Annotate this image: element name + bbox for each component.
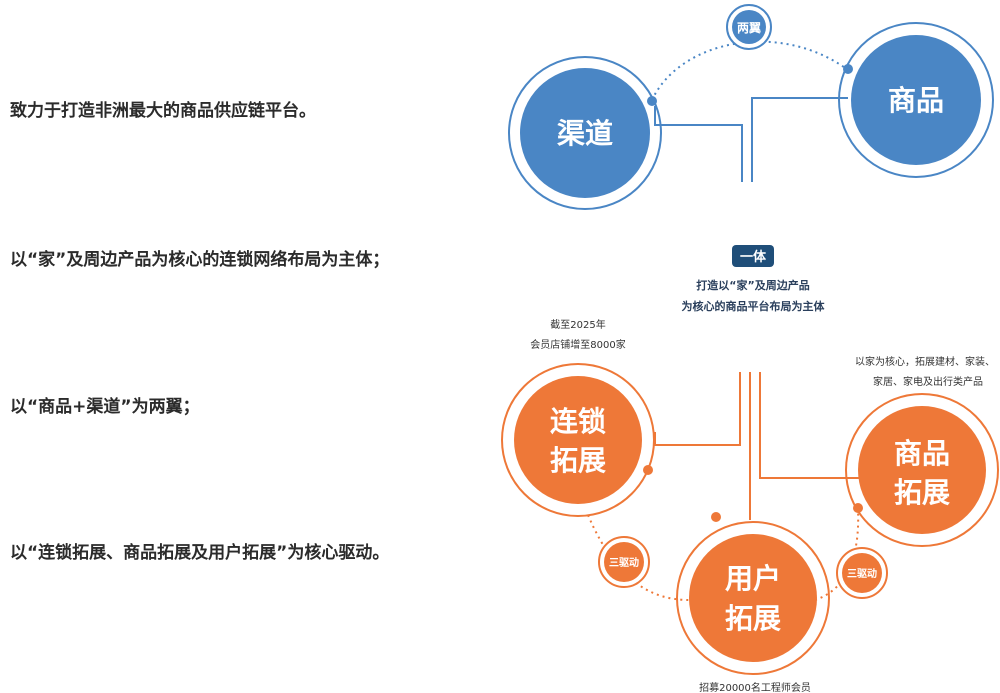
core-desc-line1: 打造以“家”及周边产品 xyxy=(696,278,809,292)
statement-three-drivers: 以“连锁拓展、商品拓展及用户拓展”为核心驱动。 xyxy=(10,543,390,563)
goods-expansion-node: 商品 拓展 xyxy=(845,393,999,547)
statement-platform: 致力于打造非洲最大的商品供应链平台。 xyxy=(10,101,316,121)
goods-connector-line xyxy=(759,372,862,479)
product-dot xyxy=(843,64,853,74)
chain-label-line1: 连锁 xyxy=(550,405,606,438)
statement-core-network: 以“家”及周边产品为核心的连锁网络布局为主体； xyxy=(10,250,390,270)
core-badge-bg xyxy=(732,245,774,267)
goods-note-line2: 家居、家电及出行类产品 xyxy=(873,375,983,388)
wings-dotted-arc xyxy=(651,40,849,101)
chain-expansion-node: 连锁 拓展 xyxy=(501,363,655,517)
product-node: 商品 xyxy=(838,22,994,178)
product-connector-line xyxy=(751,97,848,182)
drive-badge-left: 三驱动 xyxy=(598,536,650,588)
user-label-line2: 拓展 xyxy=(725,602,781,635)
wings-badge: 两翼 xyxy=(726,4,772,50)
user-label-line1: 用户 xyxy=(725,562,781,595)
chain-note-line1: 截至2025年 xyxy=(550,318,605,331)
product-label: 商品 xyxy=(888,84,944,117)
user-dot xyxy=(711,512,721,522)
goods-label-line1: 商品 xyxy=(894,437,950,470)
core-desc-line2: 为核心的商品平台布局为主体 xyxy=(682,299,826,313)
channel-node: 渠道 xyxy=(508,56,662,210)
drive-left-label: 三驱动 xyxy=(609,556,639,569)
wings-label: 两翼 xyxy=(737,21,761,35)
statement-two-wings: 以“商品+渠道”为两翼； xyxy=(10,397,200,417)
chain-dot xyxy=(643,465,653,475)
channel-label: 渠道 xyxy=(557,117,613,150)
core-block: 一体 打造以“家”及周边产品 为核心的商品平台布局为主体 xyxy=(682,245,826,313)
goods-label-line2: 拓展 xyxy=(894,476,950,509)
drive-right-label: 三驱动 xyxy=(847,567,877,580)
chain-label-line2: 拓展 xyxy=(550,444,606,477)
user-expansion-node: 用户 拓展 xyxy=(676,512,830,675)
chain-note-line2: 会员店铺增至8000家 xyxy=(530,338,625,351)
core-badge-label: 一体 xyxy=(740,249,767,265)
goods-dot xyxy=(853,503,863,513)
drive-badge-right: 三驱动 xyxy=(836,547,888,599)
channel-dot xyxy=(647,96,657,106)
goods-note-line1: 以家为核心，拓展建材、家装、 xyxy=(855,355,995,368)
chain-connector-line xyxy=(654,372,741,446)
chain-user-dotted-link xyxy=(587,514,691,601)
user-note: 招募20000名工程师会员 xyxy=(699,681,811,693)
channel-connector-line xyxy=(654,106,743,182)
